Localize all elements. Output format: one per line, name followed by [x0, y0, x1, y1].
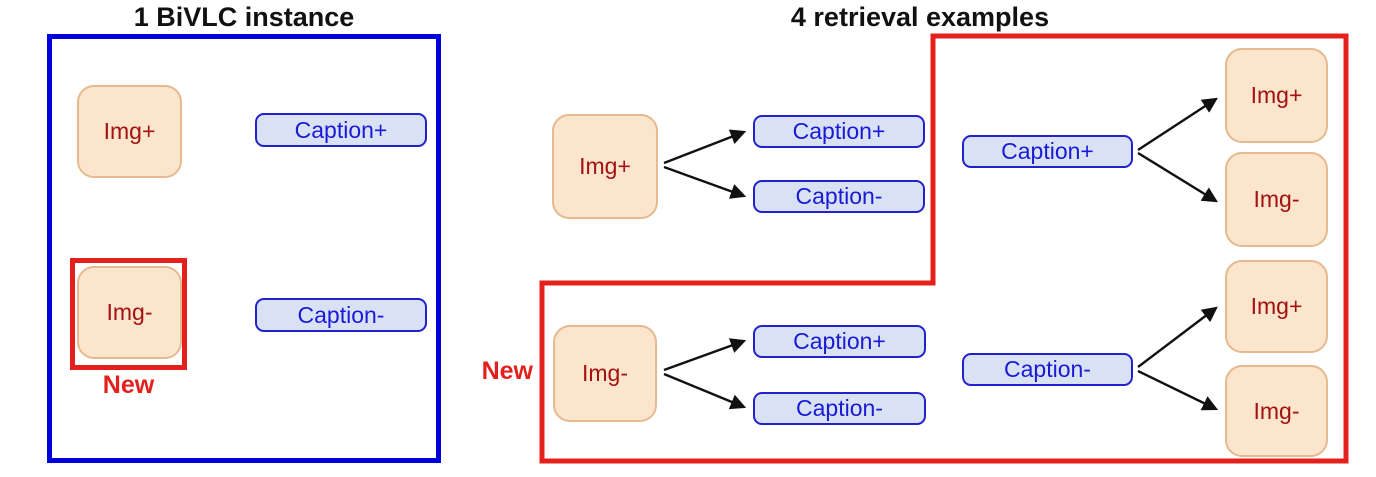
arrow-capneg-to-imgpos: [1137, 306, 1218, 368]
node-caption-neg-instance: Caption-: [255, 298, 427, 332]
arrow-imgpos-to-cappos: [663, 129, 747, 165]
node-img-pos-result-top: Img+: [1225, 48, 1328, 143]
node-caption-pos-result: Caption+: [753, 115, 925, 148]
new-label-instance: New: [102, 371, 155, 399]
node-caption-neg-query: Caption-: [962, 353, 1133, 386]
arrow-capneg-to-imgneg: [1137, 369, 1219, 411]
arrow-cappos-to-imgpos: [1137, 97, 1218, 152]
node-img-neg-result-bottom: Img-: [1225, 365, 1328, 457]
arrow-imgneg-to-capneg: [663, 372, 747, 410]
right-panel-title: 4 retrieval examples: [790, 2, 1050, 32]
node-img-neg-instance: Img-: [77, 266, 182, 359]
left-panel-title: 1 BiVLC instance: [133, 2, 355, 32]
node-img-pos-result-bottom: Img+: [1225, 260, 1328, 353]
arrow-imgpos-to-capneg: [663, 165, 747, 199]
node-img-pos-instance: Img+: [77, 85, 182, 178]
node-caption-neg-result: Caption-: [753, 180, 925, 213]
node-caption-pos-query: Caption+: [962, 135, 1133, 168]
bivlc-instance-frame: [47, 34, 441, 463]
arrow-imgneg-to-cappos: [663, 338, 747, 372]
new-label-retrieval: New: [481, 357, 533, 385]
node-caption-pos-result-bottom: Caption+: [753, 325, 926, 358]
node-caption-neg-result-bottom: Caption-: [753, 392, 926, 425]
node-img-pos-query: Img+: [552, 114, 658, 219]
node-caption-pos-instance: Caption+: [255, 113, 427, 147]
node-img-neg-result-top: Img-: [1225, 152, 1328, 247]
arrow-cappos-to-imgneg: [1137, 151, 1218, 203]
node-img-neg-query: Img-: [553, 325, 657, 422]
new-highlight-frame: [70, 258, 187, 370]
